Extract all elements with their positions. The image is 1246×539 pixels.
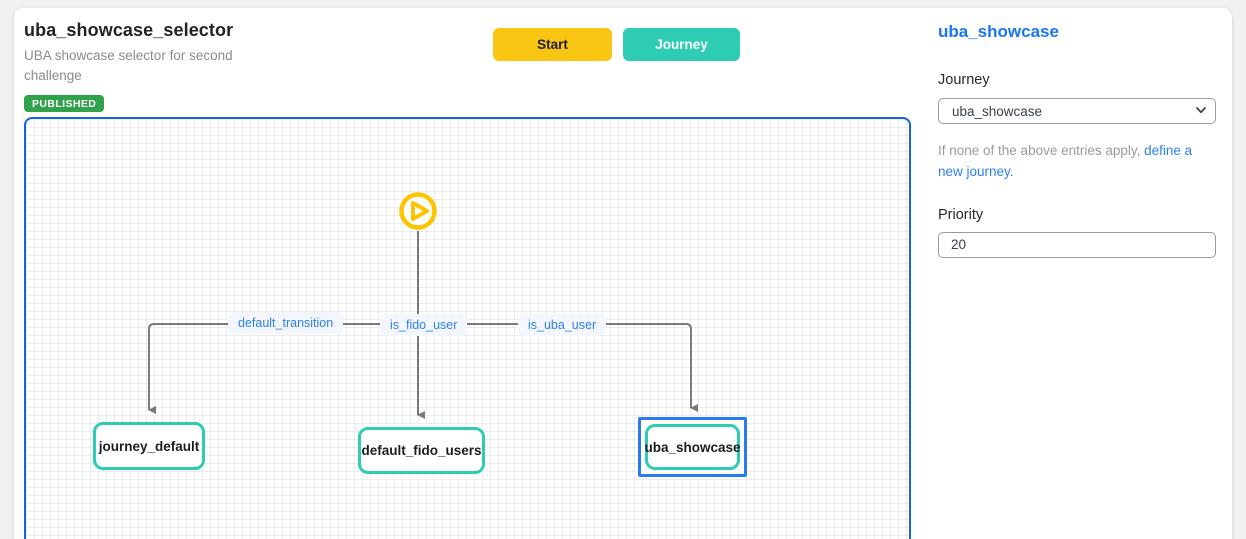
- transition-is-fido-user[interactable]: is_fido_user: [380, 314, 468, 336]
- define-new-journey-link[interactable]: define a new journey.: [938, 143, 1193, 179]
- help-text-prefix: If none of the above entries apply,: [938, 143, 1145, 158]
- flow-connectors: [148, 192, 698, 419]
- properties-panel: uba_showcase Journey uba_showcase If non…: [938, 22, 1216, 258]
- play-icon[interactable]: [399, 192, 437, 230]
- journey-help-text: If none of the above entries apply, defi…: [938, 141, 1216, 183]
- transition-is-uba-user[interactable]: is_uba_user: [518, 314, 607, 336]
- start-button[interactable]: Start: [493, 28, 612, 61]
- panel-title: uba_showcase: [938, 22, 1059, 41]
- journey-select[interactable]: uba_showcase: [938, 98, 1216, 124]
- flow-canvas[interactable]: default_transition is_fido_user is_uba_u…: [24, 117, 911, 539]
- priority-field-label: Priority: [938, 206, 984, 223]
- priority-input[interactable]: [938, 231, 1216, 258]
- main-card: uba_showcase_selector UBA showcase selec…: [14, 8, 1232, 539]
- status-badge: PUBLISHED: [24, 94, 105, 112]
- page-subtitle: UBA showcase selector for second challen…: [24, 48, 233, 84]
- journey-field-label: Journey: [938, 72, 990, 88]
- node-uba-showcase: uba_showcase: [644, 424, 741, 470]
- flow-header: uba_showcase_selector UBA showcase selec…: [24, 20, 324, 112]
- transition-default-transition[interactable]: default_transition: [228, 312, 344, 334]
- page-title: uba_showcase_selector: [24, 20, 234, 40]
- node-default-fido-users[interactable]: default_fido_users: [358, 427, 485, 474]
- node-uba-showcase-selected[interactable]: uba_showcase: [638, 417, 747, 477]
- journey-button[interactable]: Journey: [623, 28, 740, 61]
- node-journey-default[interactable]: journey_default: [93, 422, 205, 470]
